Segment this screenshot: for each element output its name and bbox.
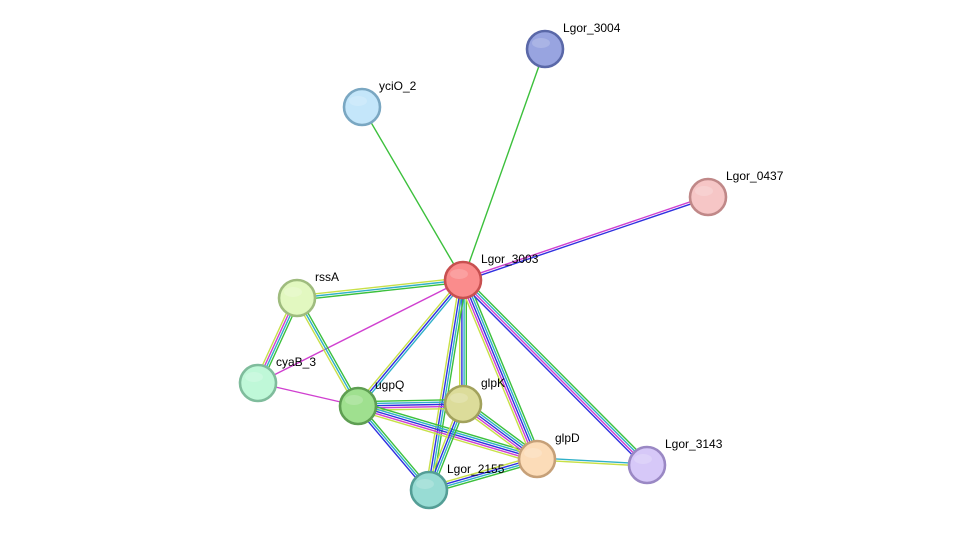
edge-line xyxy=(298,296,361,406)
edge-Lgor_3003-cyaB_3 xyxy=(257,279,464,384)
node-label: Lgor_3003 xyxy=(481,252,539,266)
node-circle[interactable] xyxy=(238,363,278,403)
edge-line xyxy=(355,278,462,406)
node-label: cyaB_3 xyxy=(276,355,316,369)
node-highlight xyxy=(416,479,434,489)
node-highlight xyxy=(450,393,468,403)
node-circle[interactable] xyxy=(409,470,449,510)
node-highlight xyxy=(349,96,367,106)
node-label: rssA xyxy=(315,270,339,284)
edge-line xyxy=(466,278,542,458)
edge-line xyxy=(460,280,536,461)
node-label: Lgor_0437 xyxy=(726,169,784,183)
edge-Lgor_3003-Lgor_3143 xyxy=(460,277,650,468)
edge-rssA-ugpQ xyxy=(294,296,361,408)
edge-line xyxy=(359,280,466,408)
node-Lgor_3004[interactable]: Lgor_3004 xyxy=(525,21,621,69)
edge-line xyxy=(427,279,463,490)
node-label: yciO_2 xyxy=(379,79,417,93)
edge-Lgor_3003-Lgor_2155 xyxy=(425,279,467,491)
edge-line xyxy=(429,280,465,491)
node-circle[interactable] xyxy=(443,260,483,300)
edge-line xyxy=(425,279,461,490)
node-glpK[interactable]: glpK xyxy=(443,376,505,424)
edge-line xyxy=(461,280,647,467)
node-label: Lgor_2155 xyxy=(447,462,505,476)
node-circle[interactable] xyxy=(525,29,565,69)
edge-line xyxy=(458,281,534,461)
edge-line xyxy=(358,403,538,458)
node-circle[interactable] xyxy=(342,87,382,127)
edge-Lgor_3003-ugpQ xyxy=(355,278,466,408)
node-highlight xyxy=(532,38,550,48)
node-highlight xyxy=(345,395,363,405)
node-highlight xyxy=(634,454,652,464)
node-label: Lgor_3004 xyxy=(563,21,621,35)
node-label: ugpQ xyxy=(375,378,404,392)
edge-Lgor_3003-rssA xyxy=(296,277,464,301)
edge-Lgor_3003-Lgor_3004 xyxy=(462,48,546,281)
edge-Lgor_3003-glpD xyxy=(458,278,542,461)
edge-line xyxy=(464,278,540,459)
node-label: Lgor_3143 xyxy=(665,437,723,451)
node-highlight xyxy=(245,372,263,382)
node-glpD[interactable]: glpD xyxy=(517,431,580,479)
edge-Lgor_3003-Lgor_0437 xyxy=(462,195,709,282)
node-rssA[interactable]: rssA xyxy=(277,270,339,318)
edge-line xyxy=(359,401,539,456)
edge-line xyxy=(294,298,357,408)
edge-line xyxy=(357,279,464,407)
edge-line xyxy=(462,195,708,280)
edge-line xyxy=(257,279,464,384)
node-Lgor_3003[interactable]: Lgor_3003 xyxy=(443,252,539,300)
edge-line xyxy=(462,48,546,281)
node-Lgor_3143[interactable]: Lgor_3143 xyxy=(627,437,723,485)
edge-line xyxy=(460,281,646,468)
node-circle[interactable] xyxy=(627,445,667,485)
edge-line xyxy=(297,281,464,301)
node-circle[interactable] xyxy=(277,278,317,318)
edge-line xyxy=(462,279,538,460)
edge-line xyxy=(361,106,464,281)
edge-line xyxy=(296,277,463,297)
node-circle[interactable] xyxy=(443,384,483,424)
node-highlight xyxy=(284,287,302,297)
node-highlight xyxy=(695,186,713,196)
node-highlight xyxy=(524,448,542,458)
edge-line xyxy=(296,279,464,299)
node-circle[interactable] xyxy=(338,386,378,426)
edge-line xyxy=(296,297,359,407)
node-label: glpK xyxy=(481,376,505,390)
node-cyaB_3[interactable]: cyaB_3 xyxy=(238,355,316,403)
edge-line xyxy=(431,280,467,491)
node-circle[interactable] xyxy=(688,177,728,217)
edge-line xyxy=(463,278,649,465)
node-circle[interactable] xyxy=(517,439,557,479)
node-yciO_2[interactable]: yciO_2 xyxy=(342,79,417,127)
edge-line xyxy=(463,197,709,282)
node-Lgor_0437[interactable]: Lgor_0437 xyxy=(688,169,784,217)
node-Lgor_2155[interactable]: Lgor_2155 xyxy=(409,462,505,510)
node-highlight xyxy=(450,269,468,279)
edge-line xyxy=(464,277,650,464)
node-ugpQ[interactable]: ugpQ xyxy=(338,378,404,426)
edge-Lgor_3003-yciO_2 xyxy=(361,106,464,281)
node-label: glpD xyxy=(555,431,580,445)
